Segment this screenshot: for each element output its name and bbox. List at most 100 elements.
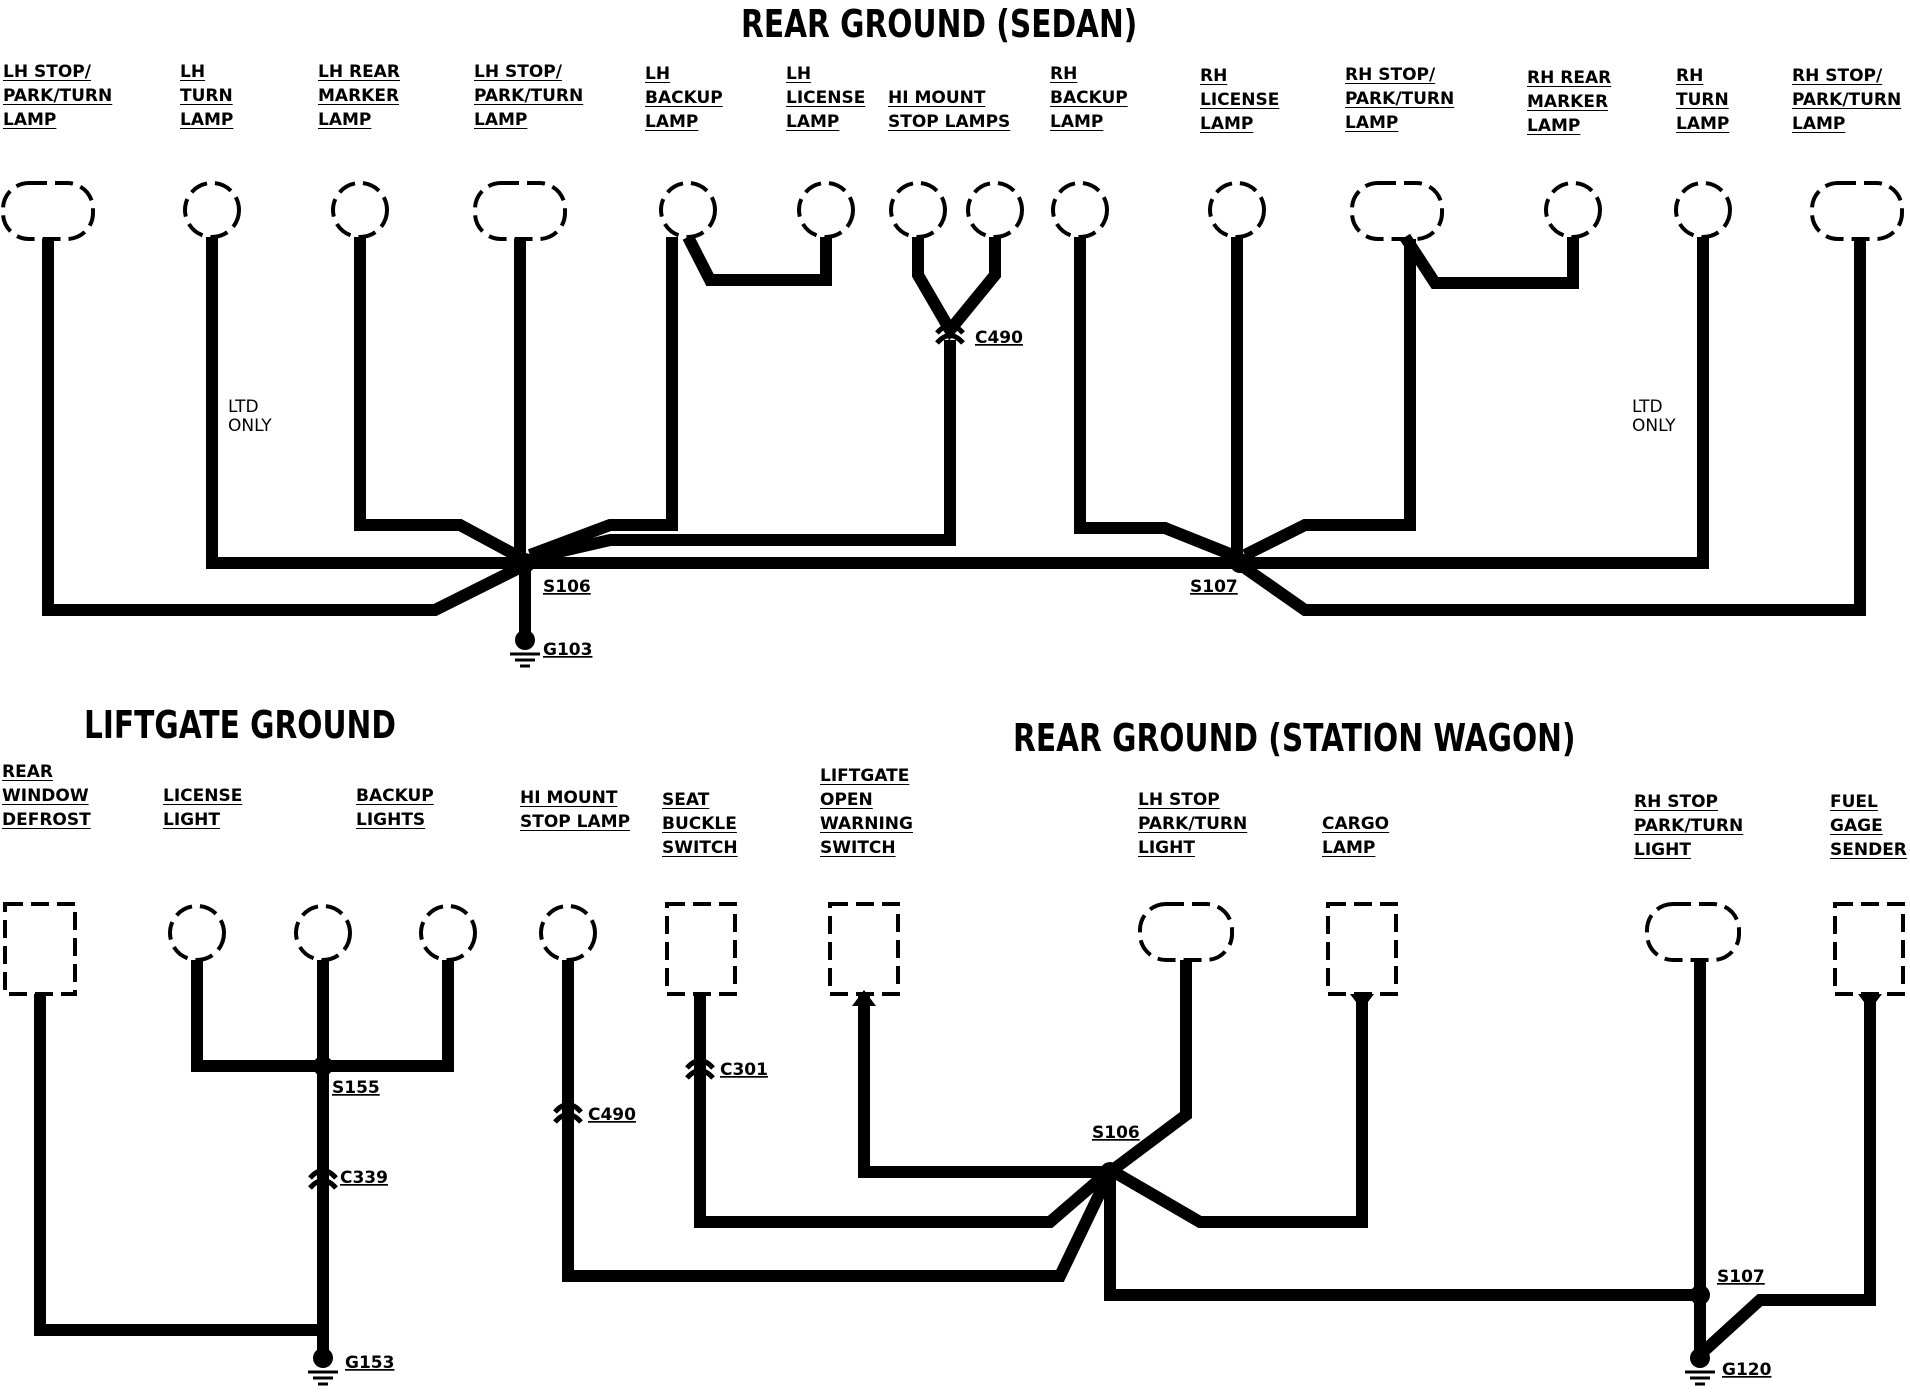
wire-hi-mount-wagon [562,960,1116,1282]
liftgate-section [3,902,477,1355]
c339-label: C339 [340,1168,388,1188]
title-wagon: REAR GROUND (STATION WAGON) [1013,716,1576,760]
lamp-rh-backup [1051,181,1109,239]
lamp-hi-mount-stop-wagon [539,904,597,962]
s155-label: S155 [332,1078,380,1098]
wire-hi-mount-y [912,237,1001,341]
wire-s106-s107-wagon [1104,1172,1700,1301]
wire-lh-stop-1 [42,239,528,616]
lamp-hi-mount-right [966,181,1024,239]
wire-rh-stop-1 [1242,239,1416,561]
lamp-hi-mount-left [889,181,947,239]
lamp-lh-license [797,181,855,239]
wagon-section [539,902,1905,1357]
lamp-lh-stop-park-turn-1 [1,181,95,241]
fuel-gage-sender-box [1833,902,1905,996]
wire-lh-backup [527,237,678,561]
c490-sedan-label: C490 [975,328,1023,348]
lamp-lh-turn [183,181,241,239]
lamp-rh-license [1208,181,1266,239]
lamp-lh-stop-park-turn-2 [473,181,567,241]
cargo-terminal [1350,994,1374,1010]
lamp-lh-backup [659,181,717,239]
lamp-lh-rear-marker [331,181,389,239]
connector-c301 [685,1058,715,1080]
wire-rh-backup [1074,237,1238,562]
wire-backup-license-tie [682,234,832,286]
seat-buckle-switch-box [665,902,737,996]
splice-s107-sedan [1230,553,1250,573]
lamp-backup-right [419,904,477,962]
wire-cargo [1110,994,1368,1228]
wagon-nodes [553,990,1882,1386]
wire-rh-turn [1240,237,1709,569]
title-sedan: REAR GROUND (SEDAN) [741,2,1138,46]
cargo-lamp-box [1326,902,1398,996]
c490-wagon-label: C490 [588,1105,636,1125]
liftgate-nodes [308,1056,338,1386]
wire-lh-turn [206,237,525,569]
g120-label: G120 [1722,1360,1772,1380]
s107-sedan-label: S107 [1190,577,1238,597]
ground-g153-symbol [308,1348,338,1386]
wire-defrost [34,994,320,1336]
splice-s106-wagon [1100,1162,1120,1182]
s107-wagon-label: S107 [1717,1267,1765,1287]
wire-license-light [191,960,323,1072]
wire-lh-rear-marker [354,237,528,566]
splice-s155 [313,1056,333,1076]
splice-s107-wagon [1690,1285,1710,1305]
lamp-license-light [168,904,226,962]
sedan-nodes [510,323,1250,668]
sedan-lamps [1,181,1904,241]
wire-seat-buckle [694,994,1112,1228]
s106-wagon-label: S106 [1092,1123,1140,1143]
lamp-rh-turn [1674,181,1732,239]
rear-window-defrost-box [3,902,77,996]
wire-rh-marker-tie [1399,233,1579,289]
switch-terminal-arrow [852,990,876,1006]
node-labels: C490 S106 S107 G103 S155 C339 G153 C490 … [332,328,1772,1380]
g153-label: G153 [345,1353,394,1373]
wire-fuel-sender [1698,994,1876,1357]
connector-c490-sedan [935,323,965,345]
lamp-lh-stop-park-turn-wagon [1138,902,1234,962]
fuel-terminal [1858,994,1882,1010]
ground-g103-symbol [510,630,540,668]
s106-sedan-label: S106 [543,577,591,597]
ground-g120-symbol [1685,1348,1715,1386]
wire-rh-stop-2 [1241,239,1866,616]
wire-lh-stop-wagon [1106,960,1192,1177]
lamp-rh-stop-park-turn-wagon [1645,902,1741,962]
splice-s106-sedan [515,553,535,573]
lamp-backup-left [294,904,352,962]
connector-c490-wagon [553,1102,583,1124]
lamp-rh-stop-park-turn-2 [1810,181,1904,241]
title-liftgate: LIFTGATE GROUND [84,703,396,747]
connector-c339 [308,1168,338,1190]
c301-label: C301 [720,1060,768,1080]
lamp-rh-stop-park-turn-1 [1350,181,1444,241]
